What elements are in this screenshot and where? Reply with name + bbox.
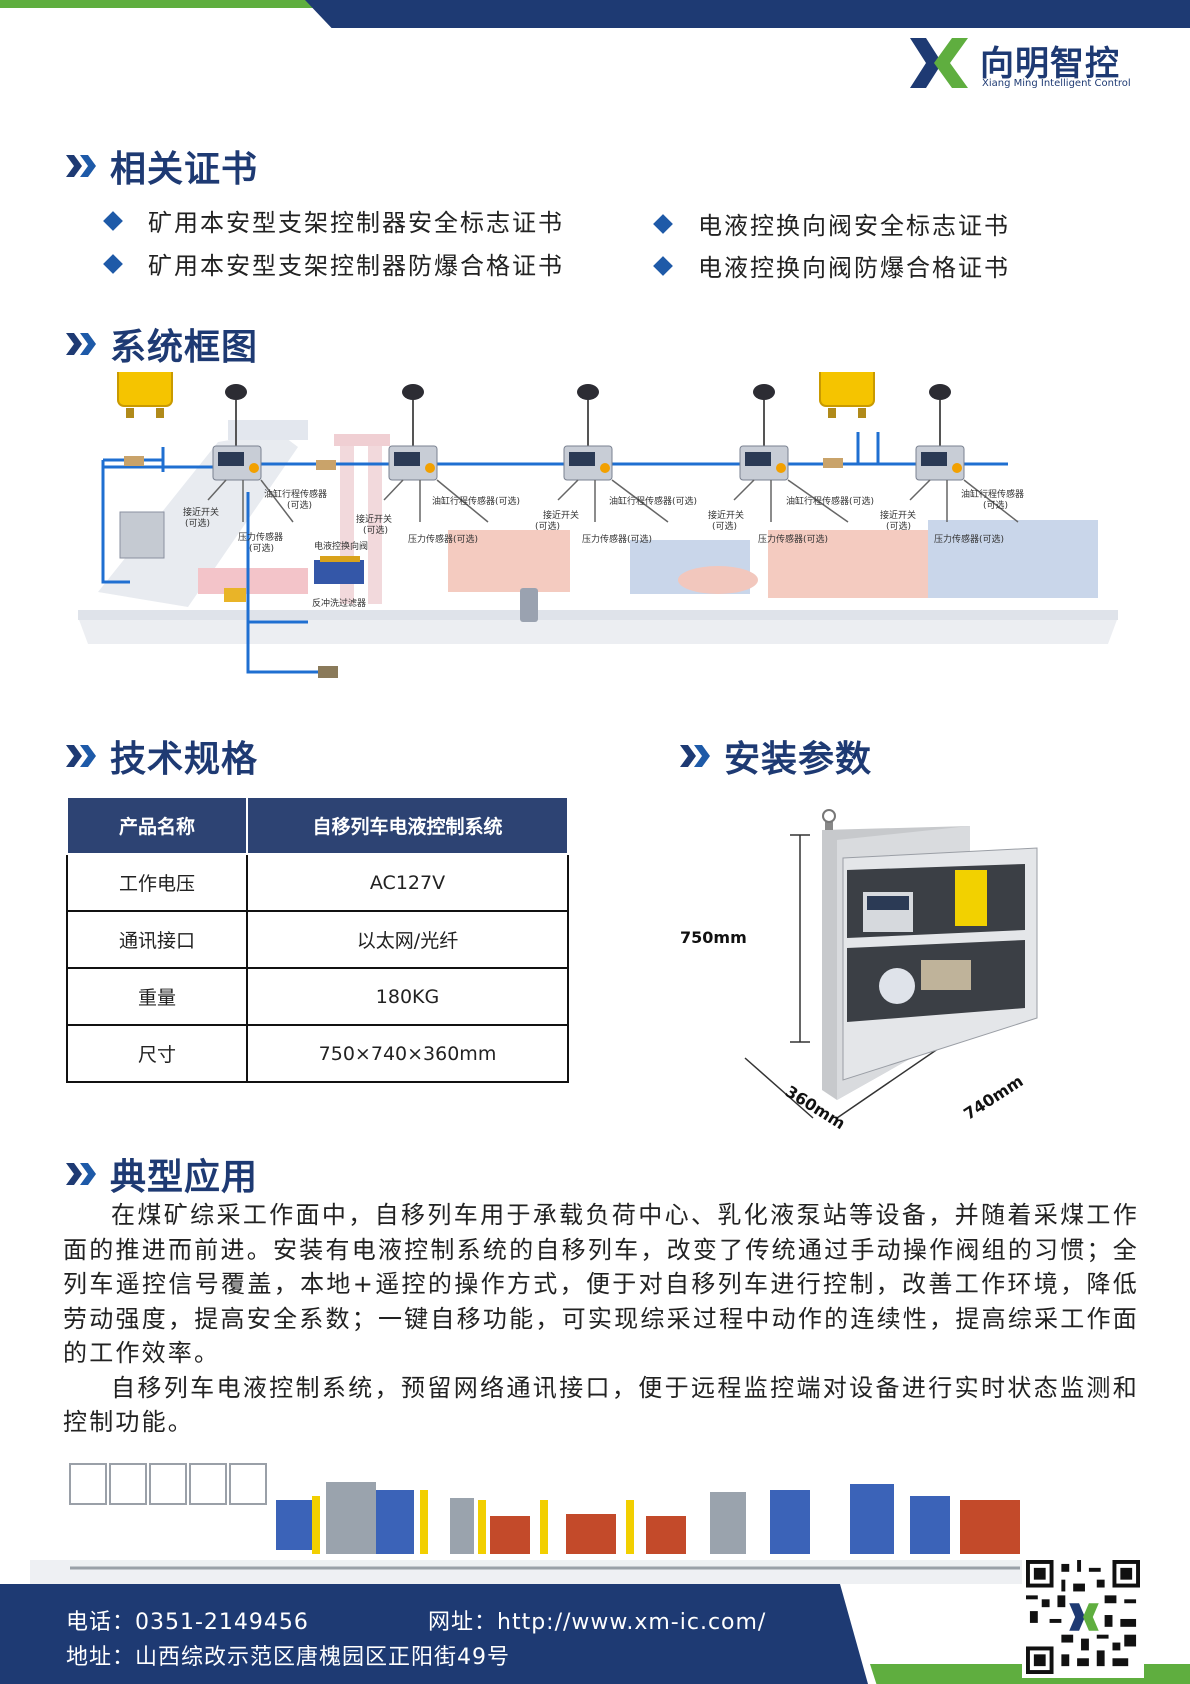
label-solenoid-valve: 电液控换向阀 bbox=[314, 540, 368, 552]
footer-phone: 电话：0351-2149456 bbox=[66, 1610, 309, 1635]
cert-item-label: 矿用本安型支架控制器安全标志证书 bbox=[148, 209, 564, 237]
cert-item: 矿用本安型支架控制器防爆合格证书 bbox=[103, 246, 564, 281]
table-row: 重量 180KG bbox=[66, 967, 569, 1026]
label-cylinder-travel: 油缸行程传感器(可选) bbox=[432, 495, 520, 507]
cert-item-label: 电液控换向阀安全标志证书 bbox=[698, 212, 1010, 240]
diamond-bullet-icon bbox=[653, 213, 673, 234]
label-optional: (可选) bbox=[363, 524, 388, 536]
section-application: 典型应用 bbox=[66, 1148, 258, 1200]
application-title: 典型应用 bbox=[110, 1157, 259, 1198]
chevron-double-icon bbox=[66, 155, 96, 177]
spec-header-col1: 产品名称 bbox=[66, 796, 248, 855]
table-row: 尺寸 750×740×360mm bbox=[66, 1024, 569, 1083]
chevron-double-icon bbox=[66, 745, 96, 767]
section-system-diagram: 系统框图 bbox=[66, 318, 258, 370]
spec-value: 180KG bbox=[246, 967, 569, 1026]
label-proximity-switch: 接近开关 bbox=[356, 513, 392, 525]
footer-address: 地址：山西综改示范区唐槐园区正阳街49号 bbox=[66, 1645, 510, 1670]
cabinet-illustration bbox=[744, 809, 1038, 1119]
spec-header-col2: 自移列车电液控制系统 bbox=[246, 796, 569, 855]
spec-table: 产品名称 自移列车电液控制系统 工作电压 AC127V 通讯接口 以太网/光纤 … bbox=[66, 796, 569, 1083]
label-optional: (可选) bbox=[983, 499, 1008, 511]
diamond-bullet-icon bbox=[103, 253, 123, 274]
chevron-double-icon bbox=[66, 1163, 96, 1185]
tech-specs-title: 技术规格 bbox=[110, 739, 259, 780]
label-proximity-switch: 接近开关 bbox=[880, 509, 916, 521]
label-cylinder-travel: 油缸行程传感器(可选) bbox=[609, 495, 697, 507]
chevron-double-icon bbox=[680, 745, 710, 767]
label-optional: (可选) bbox=[535, 520, 560, 532]
label-cylinder-travel: 油缸行程传感器 bbox=[264, 488, 327, 500]
spec-name: 尺寸 bbox=[66, 1024, 248, 1083]
label-optional: (可选) bbox=[249, 542, 274, 554]
train-illustration bbox=[30, 1463, 1040, 1590]
system-diagram: 接近开关 (可选) 油缸行程传感器 (可选) 压力传感器 (可选) 电液控换向阀… bbox=[78, 372, 1118, 678]
dim-height: 750mm bbox=[680, 928, 747, 947]
cert-item: 电液控换向阀防爆合格证书 bbox=[653, 248, 1010, 283]
section-tech-specs: 技术规格 bbox=[66, 730, 258, 782]
spec-name: 通讯接口 bbox=[66, 910, 248, 969]
cert-item-label: 电液控换向阀防爆合格证书 bbox=[698, 254, 1010, 282]
application-paragraph: 自移列车电液控制系统，预留网络通讯接口，便于远程监控端对设备进行实时状态监测和控… bbox=[63, 1373, 1139, 1437]
spec-value: 750×740×360mm bbox=[246, 1024, 569, 1083]
cert-item: 矿用本安型支架控制器安全标志证书 bbox=[103, 203, 564, 238]
application-body: 在煤矿综采工作面中，自移列车用于承载负荷中心、乳化液泵站等设备，并随着采煤工作面… bbox=[63, 1198, 1139, 1440]
spec-name: 工作电压 bbox=[66, 853, 248, 912]
table-row: 通讯接口 以太网/光纤 bbox=[66, 910, 569, 969]
section-install-params: 安装参数 bbox=[680, 730, 872, 782]
label-pressure-sensor: 压力传感器 bbox=[238, 531, 283, 543]
qr-code-icon bbox=[1026, 1560, 1140, 1674]
label-optional: (可选) bbox=[287, 499, 312, 511]
chevron-double-icon bbox=[66, 333, 96, 355]
label-pressure-sensor: 压力传感器(可选) bbox=[934, 533, 1004, 545]
diamond-bullet-icon bbox=[653, 255, 673, 276]
label-pressure-sensor: 压力传感器(可选) bbox=[582, 533, 652, 545]
footer-website[interactable]: 网址：http://www.xm-ic.com/ bbox=[428, 1610, 767, 1635]
diamond-bullet-icon bbox=[103, 210, 123, 231]
brand-name-en: Xiang Ming Intelligent Control bbox=[982, 78, 1131, 89]
label-optional: (可选) bbox=[712, 520, 737, 532]
label-backflush-filter: 反冲洗过滤器 bbox=[312, 597, 366, 609]
table-row: 工作电压 AC127V bbox=[66, 853, 569, 912]
cert-item: 电液控换向阀安全标志证书 bbox=[653, 206, 1010, 241]
power-box-left bbox=[117, 372, 173, 418]
install-params-title: 安装参数 bbox=[724, 739, 873, 780]
spec-value: AC127V bbox=[246, 853, 569, 912]
top-navy-band bbox=[305, 0, 1190, 28]
section-certificates: 相关证书 bbox=[66, 140, 258, 192]
power-box-right bbox=[819, 372, 875, 418]
logo-x-icon bbox=[910, 38, 968, 88]
label-proximity-switch: 接近开关 bbox=[543, 509, 579, 521]
label-proximity-switch: 接近开关 bbox=[183, 506, 219, 518]
spec-name: 重量 bbox=[66, 967, 248, 1026]
label-optional: (可选) bbox=[886, 520, 911, 532]
brand-name-cn: 向明智控 bbox=[980, 44, 1120, 84]
certificates-title: 相关证书 bbox=[110, 149, 259, 190]
label-cylinder-travel: 油缸行程传感器(可选) bbox=[786, 495, 874, 507]
qr-code bbox=[1022, 1556, 1144, 1678]
spec-value: 以太网/光纤 bbox=[246, 910, 569, 969]
label-pressure-sensor: 压力传感器(可选) bbox=[408, 533, 478, 545]
system-diagram-title: 系统框图 bbox=[110, 327, 259, 368]
label-cylinder-travel: 油缸行程传感器 bbox=[961, 488, 1024, 500]
brand-logo: 向明智控 Xiang Ming Intelligent Control bbox=[908, 34, 1131, 94]
spec-table-header: 产品名称 自移列车电液控制系统 bbox=[66, 796, 569, 855]
label-optional: (可选) bbox=[185, 517, 210, 529]
application-paragraph: 在煤矿综采工作面中，自移列车用于承载负荷中心、乳化液泵站等设备，并随着采煤工作面… bbox=[63, 1201, 1139, 1367]
cert-item-label: 矿用本安型支架控制器防爆合格证书 bbox=[148, 252, 564, 280]
label-proximity-switch: 接近开关 bbox=[708, 509, 744, 521]
top-green-band bbox=[0, 0, 320, 8]
label-pressure-sensor: 压力传感器(可选) bbox=[758, 533, 828, 545]
